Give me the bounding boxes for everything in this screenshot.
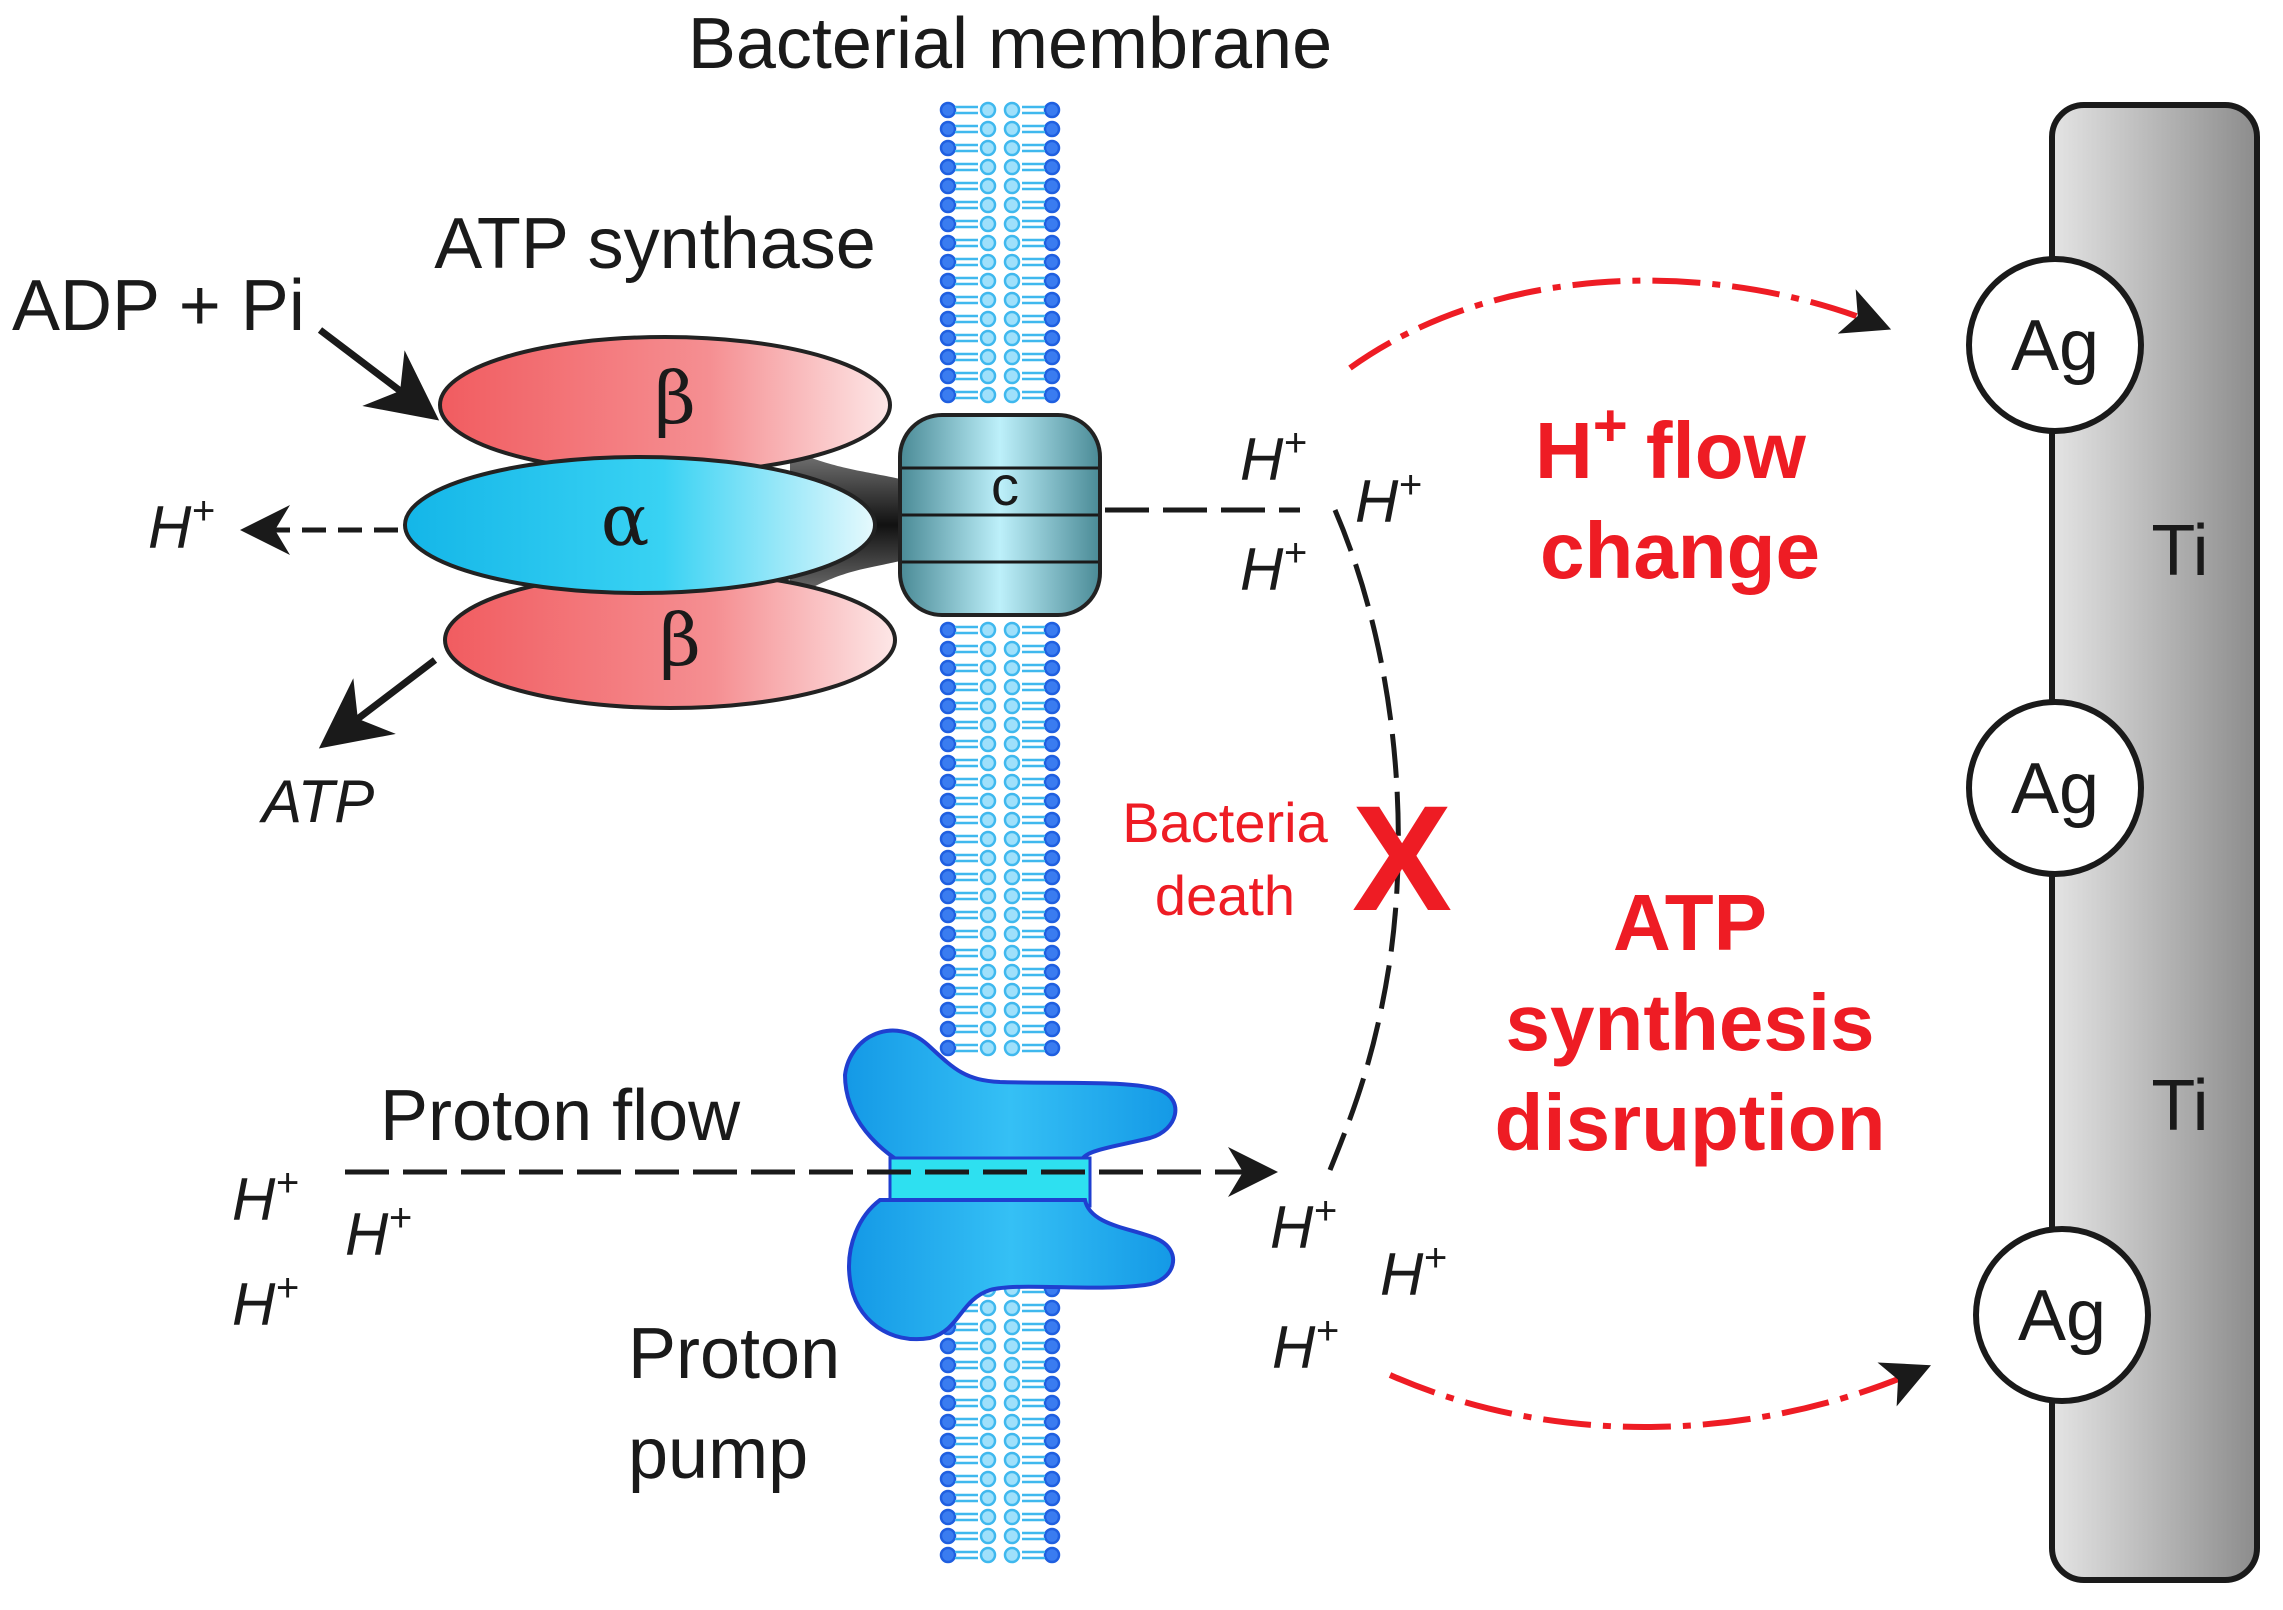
proton-flow-label: Proton flow <box>380 1076 741 1156</box>
bacteria-death-label-1: Bacteria <box>1122 791 1328 854</box>
h-plus-label-6: H+ <box>345 1196 412 1268</box>
ag-label-top: Ag <box>2011 306 2099 386</box>
h-plus-label-4: H+ <box>1240 531 1307 603</box>
death-x-mark: X <box>1352 774 1452 942</box>
adp-arrow <box>317 327 440 421</box>
pump-bottom-lobe <box>847 1198 1176 1342</box>
proton-return-path <box>1327 509 1401 1171</box>
atp-disruption-line1: ATP <box>1613 878 1767 967</box>
atp-synthase: β α β c <box>403 335 1102 710</box>
h-plus-label-8: H+ <box>1270 1189 1337 1261</box>
beta-label-top: β <box>654 356 696 440</box>
atp-disruption-line3: disruption <box>1494 1078 1885 1167</box>
beta-label-bottom: β <box>659 598 701 682</box>
alpha-subunit <box>403 455 877 595</box>
membrane-title: Bacterial membrane <box>688 4 1332 84</box>
ag-label-bottom: Ag <box>2018 1276 2106 1356</box>
ti-label-bottom: Ti <box>2151 1066 2208 1146</box>
adp-pi-label: ADP + Pi <box>12 266 305 346</box>
h-flow-change-line2: change <box>1540 506 1820 595</box>
h-plus-label-1: H+ <box>148 489 215 561</box>
proton-labels: H+ H+ H+ H+ H+ H+ H+ H+ H+ H+ <box>148 421 1447 1381</box>
atp-disruption-line2: synthesis <box>1505 978 1874 1067</box>
silver-particle-middle: Ag <box>1966 699 2144 877</box>
ti-label-top: Ti <box>2151 511 2208 591</box>
h-plus-label-5: H+ <box>232 1161 299 1233</box>
c-label: c <box>991 454 1019 517</box>
atp-arrow <box>318 657 438 749</box>
alpha-label: α <box>601 478 650 562</box>
proton-pump-label-2: pump <box>628 1414 808 1494</box>
atp-synthase-label: ATP synthase <box>434 204 876 284</box>
proton-pump-label-1: Proton <box>628 1314 840 1394</box>
h-plus-label-7: H+ <box>232 1266 299 1338</box>
proton-pump <box>842 1028 1178 1342</box>
h-flow-change-line1: H+flow <box>1535 392 1807 495</box>
h-plus-label-3: H+ <box>1355 463 1422 535</box>
h-plus-label-10: H+ <box>1272 1309 1339 1381</box>
red-arrow-bottom <box>1388 1362 1931 1430</box>
silver-particle-top: Ag <box>1966 256 2144 434</box>
bacteria-death-label-2: death <box>1155 864 1295 927</box>
bacterial-membrane <box>939 101 1061 1564</box>
atp-product-label: ATP <box>259 768 374 835</box>
h-plus-label-2: H+ <box>1240 421 1307 493</box>
ag-label-middle: Ag <box>2011 749 2099 829</box>
red-arrow-top <box>1348 277 1892 371</box>
silver-particle-bottom: Ag <box>1973 1226 2151 1404</box>
h-plus-label-9: H+ <box>1380 1236 1447 1308</box>
